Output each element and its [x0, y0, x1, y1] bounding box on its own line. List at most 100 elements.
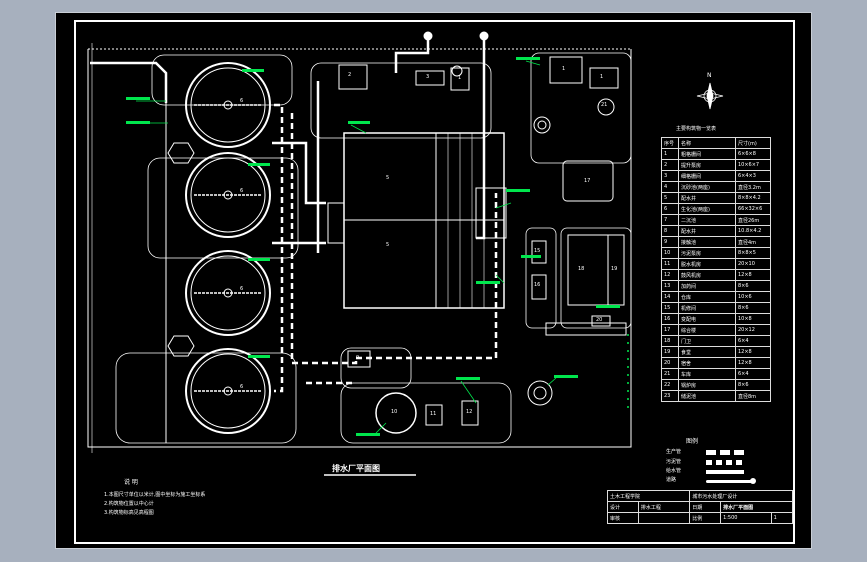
schedule-cell: 6×6×8 [735, 148, 771, 160]
drawing-title: 排水厂平面图 [332, 464, 380, 473]
schedule-cell: 3 [661, 170, 679, 182]
callout-leaders [136, 60, 557, 434]
schedule-cell: 综合楼 [678, 324, 736, 336]
schedule-header-row: 序号 名称 尺寸(m) [661, 137, 771, 149]
schedule-cell: 6 [661, 203, 679, 215]
unit-number-right-d: 18 [578, 266, 585, 272]
bio-tank [327, 132, 507, 309]
schedule-cell: 变配电 [678, 313, 736, 325]
schedule-header: 序号 [661, 137, 679, 149]
sludge-pipes [274, 103, 498, 393]
schedule-cell: 14 [661, 291, 679, 303]
clarifier-2 [185, 152, 271, 238]
site-boundary [87, 43, 632, 453]
tb-scale: 1:500 [720, 512, 772, 524]
notes-item-3: 3.构筑物标高见高程图 [104, 510, 154, 516]
unit-number-bio-tank-a: 5 [386, 175, 390, 181]
schedule-cell: 12×8 [735, 269, 771, 281]
schedule-cell: 二沉池 [678, 214, 736, 226]
schedule-cell: 加药间 [678, 280, 736, 292]
tb-school: 土木工程学院 [606, 490, 691, 502]
unit-number-top-b: 3 [426, 74, 430, 80]
notes-item-1: 1.本图尺寸单位以米计,图中坐标为施工坐标系 [104, 492, 206, 498]
schedule-cell: 生化池(两座) [678, 203, 736, 215]
right-units [531, 160, 627, 336]
schedule-cell: 6×4 [735, 368, 771, 380]
schedule-cell: 粗格栅间 [678, 148, 736, 160]
unit-number-top-a: 2 [348, 72, 352, 78]
tb-design: 设计 [607, 501, 639, 513]
tb-dept: 排水工程 [637, 501, 691, 513]
schedule-cell: 8×8×4.2 [735, 192, 771, 204]
schedule-cell: 食堂 [678, 346, 736, 358]
title-block-row-1: 土木工程学院 城市污水处理厂设计 [606, 490, 793, 502]
unit-number-right-b: 16 [534, 282, 541, 288]
schedule-cell: 15 [661, 302, 679, 314]
schedule-cell: 污泥泵房 [678, 247, 736, 259]
notes-heading: 说 明 [124, 479, 138, 486]
notes-item-2: 2.构筑物位置以中心计 [104, 501, 154, 507]
schedule-cell: 12×8 [735, 346, 771, 358]
drawing-sheet: 6 6 6 6 5 5 2 3 1 1 1 15 16 17 18 19 20 … [55, 12, 812, 549]
schedule-cell: 8×6 [735, 302, 771, 314]
schedule-cell: 4 [661, 181, 679, 193]
schedule-cell: 车库 [678, 368, 736, 380]
schedule-cell: 配水井 [678, 225, 736, 237]
schedule-cell: 10 [661, 247, 679, 259]
bottom-units [347, 350, 553, 434]
drawing-frame [74, 20, 795, 544]
unit-number-bio-tank-b: 5 [386, 242, 390, 248]
schedule-cell: 66×32×6 [735, 203, 771, 215]
schedule-cell: 接触池 [678, 236, 736, 248]
site-plan-drawing [87, 31, 756, 484]
schedule-cell: 直径3.2m [735, 181, 771, 193]
tb-date: 日期 [689, 501, 722, 513]
schedule-cell: 7 [661, 214, 679, 226]
schedule-cell: 23 [661, 390, 679, 402]
legend-row-3: 给水管 [666, 468, 682, 474]
schedule-cell: 20×12 [735, 324, 771, 336]
schedule-cell: 2 [661, 159, 679, 171]
schedule-cell: 17 [661, 324, 679, 336]
clarifier-3 [185, 250, 271, 336]
schedule-cell: 细格栅间 [678, 170, 736, 182]
tb-review: 审核 [607, 512, 639, 524]
east-fence [627, 334, 629, 408]
unit-number-bottom-c: 11 [430, 411, 437, 417]
schedule-cell: 9 [661, 236, 679, 248]
schedule-header: 尺寸(m) [735, 137, 771, 149]
legend-heading: 图例 [686, 438, 699, 445]
unit-number-right-f: 20 [596, 317, 603, 323]
clarifier-1 [185, 62, 271, 148]
schedule-cell: 6×4 [735, 335, 771, 347]
schedule-header: 名称 [678, 137, 736, 149]
unit-number-bottom-a: 9 [356, 355, 360, 361]
schedule-cell: 5 [661, 192, 679, 204]
legend-row-1: 生产管 [666, 449, 682, 455]
unit-number-top-d: 1 [562, 66, 566, 72]
title-block-row-2: 设计 排水工程 日期 排水厂平面图 [607, 501, 793, 513]
schedule-cell: 8×6 [735, 379, 771, 391]
schedule-cell: 20×10 [735, 258, 771, 270]
unit-number-clarifier-1: 6 [240, 98, 244, 104]
tb-blank [637, 512, 691, 524]
unit-number-bottom-d: 12 [466, 409, 473, 415]
north-arrow-icon [696, 82, 724, 110]
schedule-cell: 21 [661, 368, 679, 380]
clarifier-4 [185, 348, 271, 434]
schedule-cell: 6×4×3 [735, 170, 771, 182]
schedule-cell: 11 [661, 258, 679, 270]
schedule-cell: 提升泵房 [678, 159, 736, 171]
